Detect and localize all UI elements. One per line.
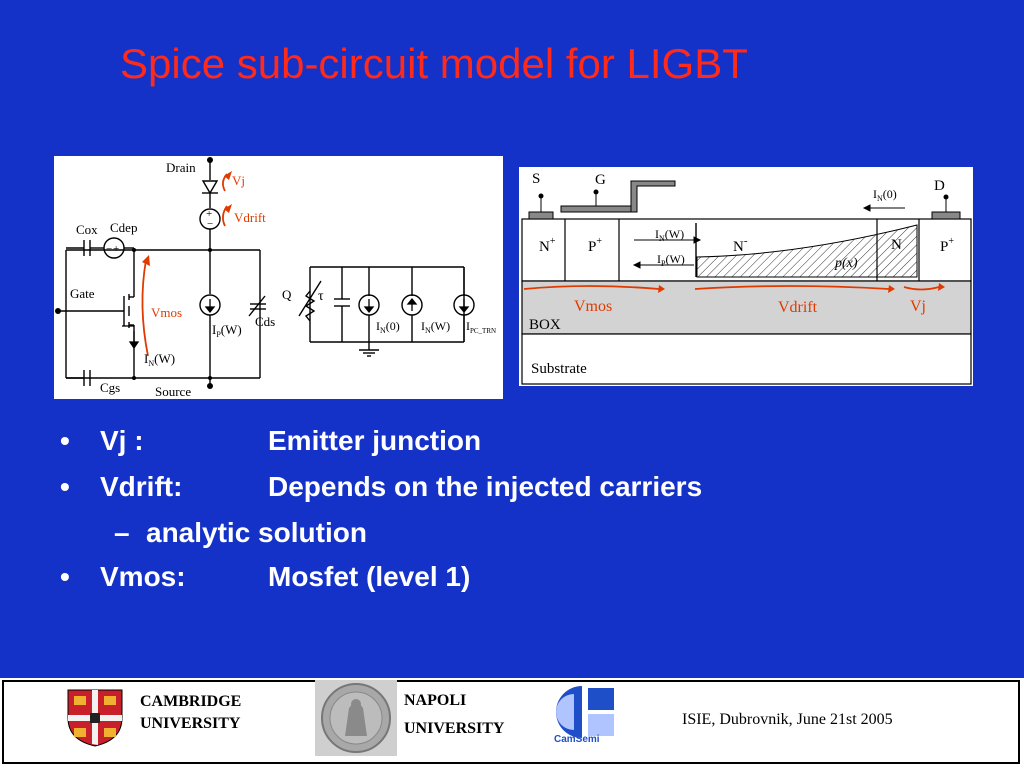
vdrift-label: Vdrift [234,210,266,225]
box-label: BOX [529,317,561,333]
px-label: p(x) [834,256,858,271]
n-label: N [891,237,902,253]
bullet-description: Emitter junction [268,425,482,456]
circuit-schematic: + − + − [55,157,496,399]
g-label: G [595,172,606,188]
cds-label: Cds [255,314,275,329]
footer: CAMBRIDGE UNIVERSITY NAPOLI UNIVERSITY C… [0,678,1024,768]
cambridge-line1: CAMBRIDGE [140,693,242,710]
bullet-term: Vdrift: [100,471,183,502]
in-w-right-label: IN(W) [421,319,450,335]
q-label: Q [282,287,292,302]
in0-label: IN(0) [376,319,400,335]
bullet-term: Vmos: [100,561,186,592]
svg-text:+: + [113,243,119,255]
sub-bullet-text: analytic solution [146,517,367,548]
device-cross-section: S G D IN(0) N+ P+ IN(W) IP(W) N- p(x) N … [519,167,973,386]
cambridge-line2: UNIVERSITY [140,715,241,732]
s-label: S [532,171,540,187]
sub-bullet-dash: – [114,517,130,548]
in0-device-label: IN(0) [873,187,897,203]
d-label: D [934,178,945,194]
nplus-label: N+ [539,236,556,255]
camsemi-wordmark: CamSemi [554,734,600,745]
cdep-label: Cdep [110,220,137,235]
vj-label: Vj [232,173,245,188]
vj-device-label: Vj [910,298,926,315]
vmos-label: Vmos [151,305,182,320]
bullet-description: Mosfet (level 1) [268,561,471,592]
ip-w-label: IP(W) [212,322,242,339]
svg-text:−: − [207,218,213,230]
vdrift-device-label: Vdrift [778,299,818,316]
bullet-term: Vj : [100,425,144,456]
drain-label: Drain [166,160,196,175]
napoli-line2: UNIVERSITY [404,720,505,737]
svg-text:−: − [106,243,112,255]
cgs-label: Cgs [100,380,120,395]
footer-date: ISIE, Dubrovnik, June 21st 2005 [682,711,893,728]
ip-w-device-label: IP(W) [657,252,685,268]
vmos-device-label: Vmos [574,298,612,315]
nminus-label: N- [733,235,748,255]
gate-label: Gate [70,286,95,301]
in-w-gate-label: IN(W) [144,351,175,368]
in-w-device-label: IN(W) [655,227,684,243]
slide-title: Spice sub-circuit model for LIGBT [120,40,748,87]
bullet-dot: • [60,561,70,592]
substrate-label: Substrate [531,361,587,377]
footer-frame [2,680,1020,764]
camsemi-logo-icon [556,686,614,738]
napoli-line1: NAPOLI [404,692,467,709]
napoli-seal-icon [315,680,397,756]
bullet-description: Depends on the injected carriers [268,471,703,502]
svg-text:+: + [206,208,212,220]
ipc-trn-label: IPC_TRN [466,319,496,335]
cox-label: Cox [76,222,98,237]
ligbt-structure: S G D IN(0) N+ P+ IN(W) IP(W) N- p(x) N … [521,171,972,385]
bullet-dot: • [60,471,70,502]
tau-label: τ [318,289,324,304]
bullet-dot: • [60,425,70,456]
pplus-left-label: P+ [588,236,602,255]
cambridge-crest-icon [67,689,123,747]
circuit-diagram: + − + − [54,156,503,399]
pplus-right-label: P+ [940,236,954,255]
source-label: Source [155,384,191,399]
slide: Spice sub-circuit model for LIGBT [0,0,1024,678]
